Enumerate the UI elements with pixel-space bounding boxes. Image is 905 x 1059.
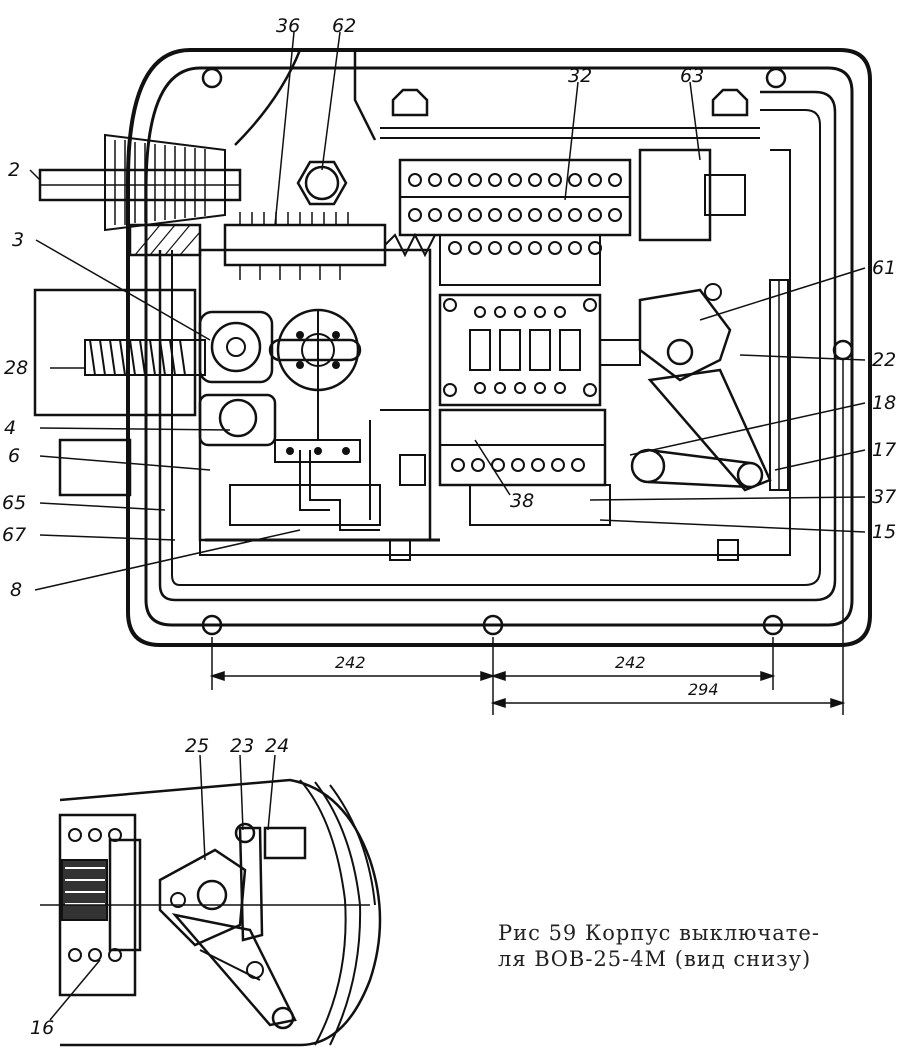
callout-15: 15 (872, 521, 896, 543)
callout-65: 65 (2, 492, 26, 514)
leader-lines (29, 31, 866, 1021)
callout-37: 37 (872, 486, 896, 508)
callout-labels: 36 62 32 63 2 3 28 4 6 65 67 8 61 22 18 … (2, 15, 896, 1039)
contactor-block (389, 293, 739, 561)
drive-parts (198, 308, 362, 463)
dimension-294: 294 (688, 680, 719, 699)
callout-61: 61 (872, 257, 896, 279)
lever-mechanism (599, 279, 789, 492)
dimension-242-right: 242 (615, 653, 646, 672)
callout-28: 28 (4, 357, 28, 379)
heater-element (223, 160, 436, 280)
callout-22: 22 (872, 349, 896, 371)
figure-caption: Рис 59 Корпус выключате- ля ВОВ-25-4М (в… (498, 921, 820, 971)
callout-32: 32 (568, 65, 592, 87)
dimension-lines (209, 360, 846, 715)
callout-36: 36 (276, 15, 300, 37)
callout-16: 16 (30, 1017, 54, 1039)
callout-25: 25 (185, 735, 209, 757)
callout-18: 18 (872, 392, 896, 414)
callout-6: 6 (8, 445, 20, 467)
mounting-holes (201, 67, 854, 636)
callout-17: 17 (872, 439, 896, 461)
callout-8: 8 (10, 579, 22, 601)
callout-63: 63 (680, 65, 704, 87)
callout-3: 3 (12, 229, 24, 251)
caption-line-2: ля ВОВ-25-4М (вид снизу) (498, 947, 811, 971)
callout-24: 24 (265, 735, 289, 757)
callout-67: 67 (2, 524, 26, 546)
terminal-block-top (380, 88, 760, 286)
callout-2: 2 (8, 159, 20, 181)
callout-62: 62 (332, 15, 356, 37)
callout-23: 23 (230, 735, 254, 757)
callout-38: 38 (510, 490, 534, 512)
dimension-242-left: 242 (335, 653, 366, 672)
detail-view (40, 778, 382, 1047)
housing-flange (126, 48, 872, 647)
callout-4: 4 (4, 417, 16, 439)
caption-line-1: Рис 59 Корпус выключате- (498, 921, 820, 945)
dimension-labels: 242 242 294 (335, 653, 719, 699)
